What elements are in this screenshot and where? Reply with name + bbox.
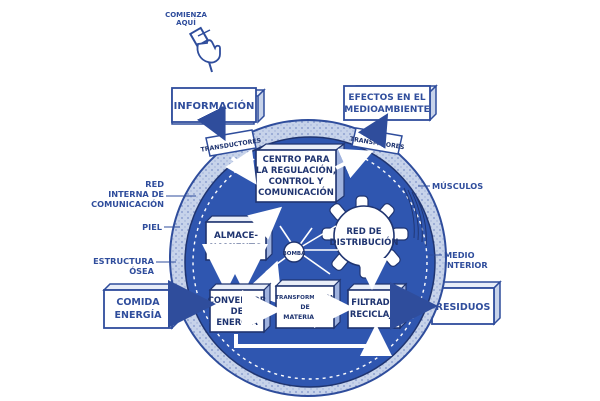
box-informacion: INFORMACIÓN <box>171 87 266 125</box>
filtrado-label-1: FILTRADO <box>351 297 397 307</box>
arrow-efectos-out <box>357 113 389 149</box>
comida-label-2: ENERGÍA <box>115 309 163 321</box>
start-hint: COMIENZA AQUÍ <box>165 11 221 73</box>
arrow-storage-centro <box>247 206 283 240</box>
arrow-centro-transmisores <box>335 148 374 179</box>
side-labels-right: MÚSCULOS MEDIO INTERIOR <box>418 180 488 270</box>
conversor-label-1: CONVERSOR <box>208 295 267 305</box>
filter-recycle: FILTRADO RECICLAJE <box>346 282 408 330</box>
almac-label-1: ALMACE- <box>214 231 258 241</box>
red-int-label-3: COMUNICACIÓN <box>91 198 164 209</box>
centro-label-4: COMUNICACIÓN <box>258 186 334 198</box>
centro-label-3: CONTROL Y <box>269 177 325 187</box>
internal-network-ring <box>192 144 428 380</box>
red-dist-label-1: RED DE <box>346 227 381 237</box>
estructura-label-1: ESTRUCTURA <box>93 256 155 266</box>
residuos-label: RESIDUOS <box>436 302 491 313</box>
conversor-label-3: ENERGÍA <box>216 316 258 327</box>
arrow-bottom-loop <box>234 324 392 356</box>
conversor-label-2: DE <box>231 306 244 316</box>
efectos-label-1: EFECTOS EN EL <box>348 93 425 103</box>
arrow-info-in <box>196 105 226 142</box>
medio-label-1: MEDIO <box>444 250 475 260</box>
centro-label-2: LA REGULACIÓN, <box>256 164 336 176</box>
centro-label-1: CENTRO PARA <box>263 155 330 165</box>
muscle-striations <box>403 187 427 247</box>
box-comida: COMIDA ENERGÍA <box>102 282 180 330</box>
bomba-label: BOMBA <box>283 251 307 257</box>
pointing-hand-icon <box>188 26 221 73</box>
transf-label-2: DE <box>300 304 309 311</box>
almac-label-2: NAMIENTO <box>209 243 263 253</box>
red-int-label-2: INTERNA DE <box>108 189 164 199</box>
filtrado-label-2: RECICLAJE <box>350 309 399 319</box>
efectos-label-2: MEDIOAMBIENTE <box>344 105 429 115</box>
red-int-label-1: RED <box>145 179 164 189</box>
red-dist-label-2: DISTRIBUCIÓN <box>330 236 399 248</box>
transf-label-1: TRANSFORMACIÓN <box>275 294 335 301</box>
side-labels-left: RED INTERNA DE COMUNICACIÓN PIEL ESTRUCT… <box>91 179 196 276</box>
musculos-label: MÚSCULOS <box>432 180 483 191</box>
medio-label-2: INTERIOR <box>444 260 488 270</box>
energy-converter: CONVERSOR DE ENERGÍA <box>208 282 272 334</box>
control-center: CENTRO PARA LA REGULACIÓN, CONTROL Y COM… <box>255 142 346 204</box>
start-label-2: AQUÍ <box>176 18 196 27</box>
box-efectos: EFECTOS EN EL MEDIOAMBIENTE <box>343 84 438 122</box>
box-residuos: RESIDUOS <box>430 280 502 326</box>
distribution-network-gear: RED DE DISTRIBUCIÓN <box>321 195 409 279</box>
materials-transformation: TRANSFORMACIÓN DE MATERIALES <box>274 278 342 330</box>
piel-label: PIEL <box>142 222 162 232</box>
arrow-transductores-centro <box>225 149 257 185</box>
estructura-label-2: ÓSEA <box>129 265 154 276</box>
arrow-up-to-pump <box>244 260 283 306</box>
comida-label-1: COMIDA <box>116 297 160 308</box>
informacion-label: INFORMACIÓN <box>174 99 255 112</box>
transf-label-3: MATERIALES <box>283 314 326 321</box>
start-label-1: COMIENZA <box>165 11 207 19</box>
